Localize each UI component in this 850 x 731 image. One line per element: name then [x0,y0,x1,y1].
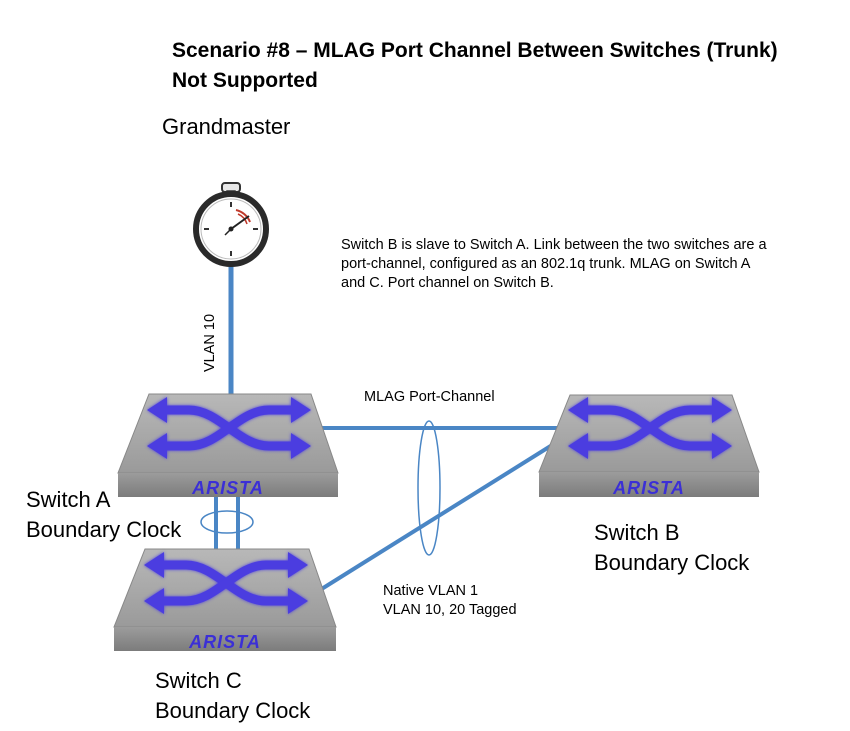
mlag-port-channel-label: MLAG Port-Channel [364,389,495,405]
grandmaster-label: Grandmaster [162,114,291,139]
switch-a-label: Switch A Boundary Clock [26,485,181,545]
mlag-port-channel-ellipse [417,420,441,556]
switch-c-name: Switch C [155,668,242,693]
grandmaster-stopwatch-icon [193,182,269,267]
vlan-10-label: VLAN 10 [202,313,218,372]
description-line-1: Switch B is slave to Switch A. Link betw… [341,237,767,253]
title-line-2: Not Supported [172,69,318,92]
switch-a-name: Switch A [26,487,111,512]
switch-c-brand: ARISTA [188,632,261,652]
native-vlan-label: Native VLAN 1 [383,583,479,599]
switch-b-label: Switch B Boundary Clock [594,518,749,578]
switch-b-brand: ARISTA [612,478,685,498]
title-line-1: Scenario #8 – MLAG Port Channel Between … [172,39,778,62]
description-line-2: port-channel, configured as an 802.1q tr… [341,256,751,272]
links [214,262,570,592]
switch-c-label: Switch C Boundary Clock [155,666,310,726]
switch-a-icon: ARISTA [117,394,339,498]
switch-b-name: Switch B [594,520,680,545]
switch-c-role: Boundary Clock [155,698,311,723]
switch-c-to-switch-b-link [318,435,567,592]
scenario-description: Switch B is slave to Switch A. Link betw… [341,236,811,293]
switch-c-icon: ARISTA [113,549,337,652]
description-line-3: and C. Port channel on Switch B. [341,275,554,291]
tagged-vlans-label: VLAN 10, 20 Tagged [383,602,517,618]
switch-b-role: Boundary Clock [594,550,750,575]
peer-link-ellipse [200,510,254,534]
trunk-vlan-labels: Native VLAN 1 VLAN 10, 20 Tagged [383,582,517,620]
diagram-title: Scenario #8 – MLAG Port Channel Between … [172,36,832,96]
switch-b-icon: ARISTA [538,395,760,498]
switch-a-role: Boundary Clock [26,517,182,542]
switch-a-brand: ARISTA [191,478,264,498]
